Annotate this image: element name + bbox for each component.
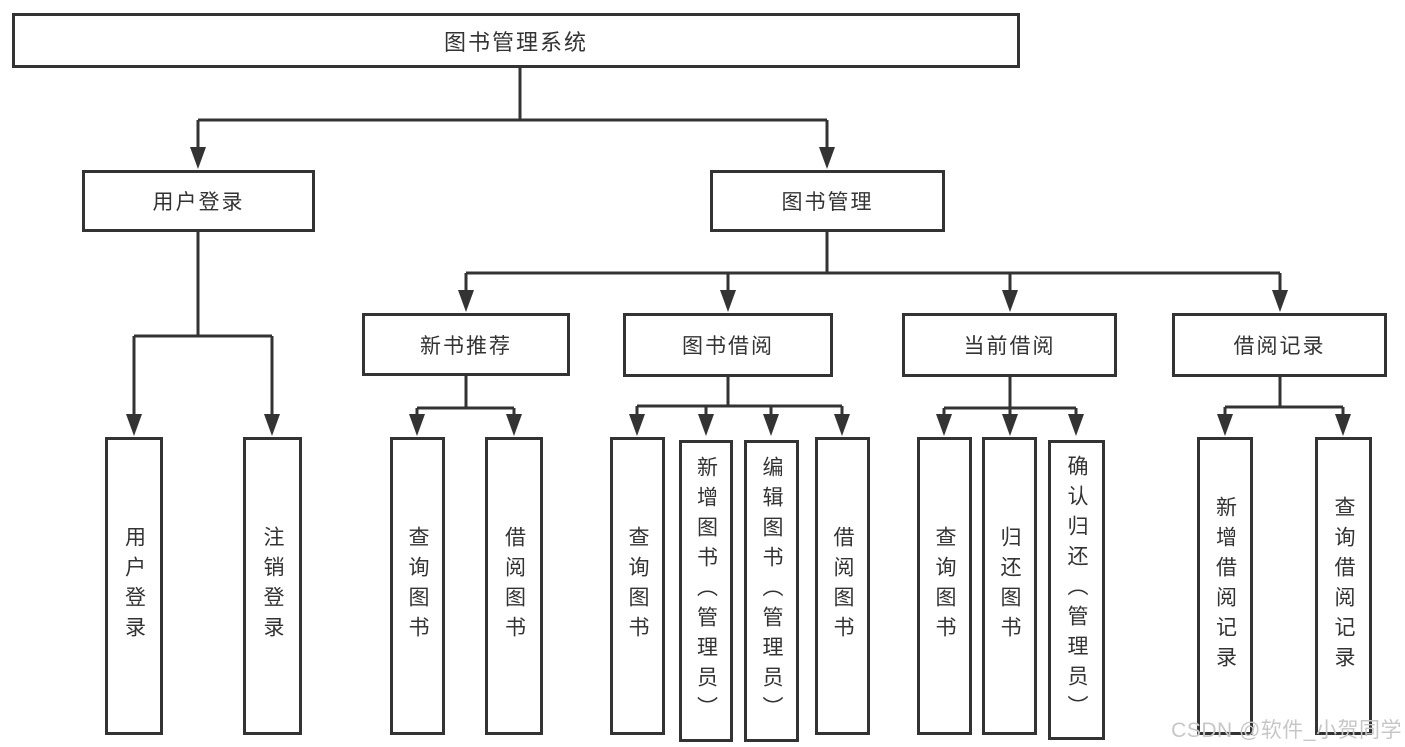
node-borrow-records: 借阅记录 bbox=[1172, 313, 1387, 377]
node-book-management: 图书管理 bbox=[710, 170, 945, 232]
leaf-newbook-borrow-books: 借阅图书 bbox=[485, 437, 543, 735]
node-current-borrowing: 当前借阅 bbox=[902, 313, 1117, 377]
leaf-newbook-query-books: 查询图书 bbox=[390, 437, 445, 735]
leaf-borrowing-borrow-books: 借阅图书 bbox=[815, 437, 870, 735]
connector-user-login-branch bbox=[132, 232, 274, 416]
node-library-management-system: 图书管理系统 bbox=[12, 13, 1020, 68]
leaf-label: 查询借阅记录 bbox=[1332, 496, 1355, 676]
leaf-current-confirm-return-admin: 确认归还（管理员） bbox=[1048, 440, 1105, 740]
node-label: 当前借阅 bbox=[963, 335, 1056, 358]
leaf-logout: 注销登录 bbox=[243, 437, 302, 735]
leaf-label: 查询图书 bbox=[406, 526, 429, 646]
arrowheads-book-borrowing-branch bbox=[629, 414, 850, 436]
leaf-label: 归还图书 bbox=[998, 526, 1021, 646]
arrowheads-user-login-branch bbox=[126, 414, 280, 436]
arrowheads-current-borrowing-branch bbox=[936, 414, 1084, 436]
connector-new-book-branch bbox=[415, 376, 516, 416]
node-label: 新书推荐 bbox=[420, 334, 512, 358]
leaf-current-query-books: 查询图书 bbox=[917, 437, 972, 735]
node-book-borrowing: 图书借阅 bbox=[623, 313, 833, 377]
connector-current-borrowing-branch bbox=[942, 377, 1078, 416]
connector-book-management-branch bbox=[464, 232, 1282, 292]
arrowheads-new-book-branch bbox=[409, 414, 522, 436]
leaf-label: 用户登录 bbox=[122, 526, 146, 646]
leaf-label: 查询图书 bbox=[626, 526, 649, 646]
node-label: 图书借阅 bbox=[682, 335, 774, 358]
node-user-login: 用户登录 bbox=[82, 170, 315, 232]
connector-book-borrowing-branch bbox=[635, 377, 844, 416]
leaf-label: 借阅图书 bbox=[502, 526, 526, 646]
arrowheads-root-branch bbox=[190, 147, 835, 169]
leaf-records-query-borrow-record: 查询借阅记录 bbox=[1315, 437, 1372, 735]
node-label: 用户登录 bbox=[152, 191, 245, 214]
leaf-borrowing-query-books: 查询图书 bbox=[610, 437, 665, 735]
leaf-label: 编辑图书（管理员） bbox=[760, 456, 783, 726]
leaf-label: 新增图书（管理员） bbox=[694, 456, 718, 726]
leaf-label: 借阅图书 bbox=[831, 526, 854, 646]
leaf-label: 查询图书 bbox=[933, 526, 956, 646]
node-new-book-recommend: 新书推荐 bbox=[362, 313, 570, 376]
leaf-records-add-borrow-record: 新增借阅记录 bbox=[1197, 437, 1253, 735]
leaf-current-return-books: 归还图书 bbox=[982, 437, 1037, 735]
leaf-label: 确认归还（管理员） bbox=[1065, 455, 1088, 725]
node-label: 借阅记录 bbox=[1233, 335, 1326, 358]
arrowheads-book-management-branch bbox=[458, 290, 1288, 312]
leaf-borrowing-edit-books-admin: 编辑图书（管理员） bbox=[744, 440, 799, 742]
connector-borrow-records-branch bbox=[1223, 377, 1345, 416]
leaf-user-login: 用户登录 bbox=[105, 437, 163, 735]
node-label: 图书管理 bbox=[781, 191, 874, 214]
node-label: 图书管理系统 bbox=[443, 29, 588, 55]
leaf-borrowing-add-books-admin: 新增图书（管理员） bbox=[679, 440, 733, 742]
watermark: CSDN @软件_小贺同学 bbox=[1171, 719, 1402, 742]
arrowheads-borrow-records-branch bbox=[1217, 414, 1351, 436]
leaf-label: 注销登录 bbox=[261, 526, 284, 646]
connector-root-branch bbox=[196, 68, 829, 150]
leaf-label: 新增借阅记录 bbox=[1213, 496, 1237, 676]
